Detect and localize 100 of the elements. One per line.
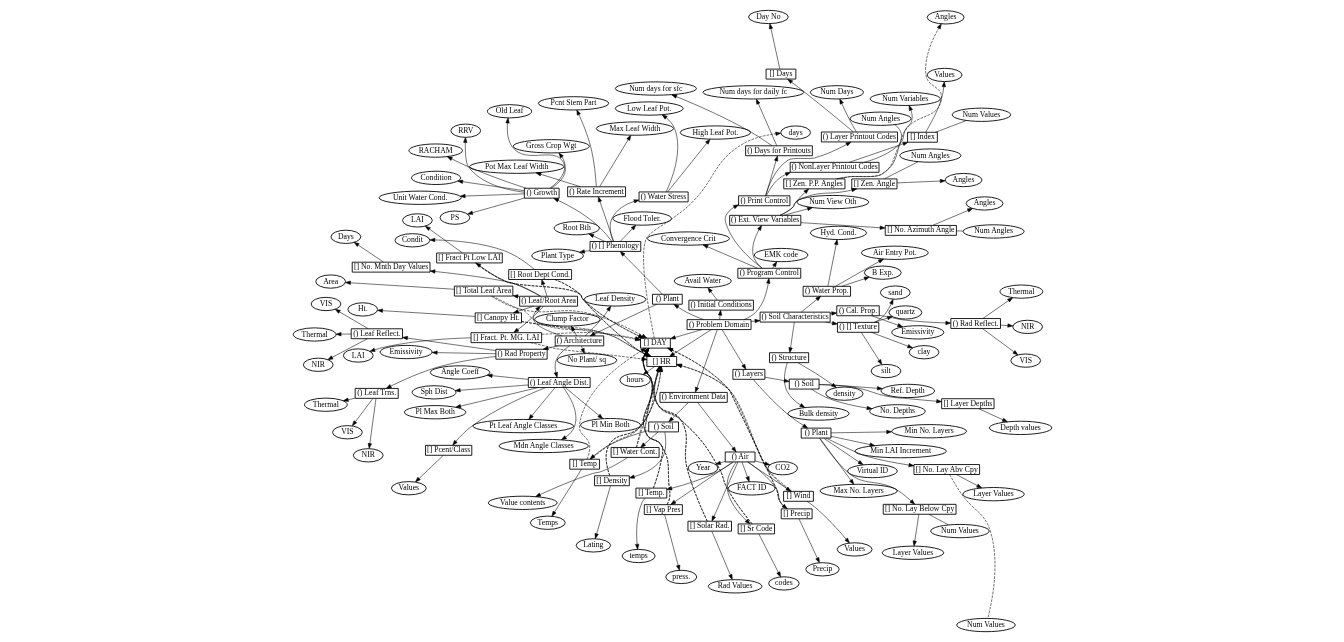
node-box: () Leaf Reflect. (350, 328, 403, 340)
node-box: () Air (724, 451, 755, 463)
arrow (619, 224, 636, 242)
node-ellipse: Pt Leaf Angle Classes (471, 419, 574, 434)
node-ellipse: Mdn Angle Classes (498, 438, 589, 454)
arrow (800, 222, 885, 230)
node-box: [] Zen. P.P. Angles (782, 178, 845, 190)
node-box: () Soil (647, 421, 679, 433)
arrow (549, 152, 565, 189)
node-box: [] Temp. (635, 487, 667, 499)
node-ellipse: CO2 (766, 461, 798, 476)
arrow (446, 156, 526, 189)
node-ellipse: Leaf Density (583, 292, 646, 307)
arrow (924, 81, 946, 133)
node-box: [] Layer Depths (940, 398, 994, 410)
node-ellipse: days (779, 125, 811, 140)
arrow (788, 321, 795, 353)
node-box: [] Fract Pt Low LAI (435, 252, 503, 264)
node-ellipse: Virtual ID (846, 463, 898, 479)
node-ellipse: Min No. Layers (890, 424, 967, 439)
arrow (486, 373, 528, 380)
arrow (670, 461, 733, 505)
arrow (755, 98, 777, 147)
node-ellipse: density (824, 386, 864, 401)
arrow (462, 137, 525, 193)
node-ellipse: hours (618, 373, 651, 388)
node-ellipse: Num Angles (898, 148, 961, 163)
arrow (870, 332, 913, 349)
arrow (783, 362, 805, 408)
arrow (764, 376, 790, 383)
arrow (456, 179, 525, 191)
node-box: () Water Stress (638, 191, 689, 203)
node-ellipse: Condit (394, 233, 430, 248)
arrow (642, 131, 781, 339)
node-ellipse: Sph Dist (411, 385, 456, 400)
arrow (376, 308, 475, 317)
node-ellipse: No Plant/ sq (556, 353, 617, 368)
arrow (912, 514, 919, 547)
node-ellipse: Rad Values (707, 579, 762, 594)
arrow (786, 78, 854, 133)
node-ellipse: Day No (747, 9, 789, 25)
arrow (598, 135, 631, 187)
node-ellipse: Hyd. Cond. (809, 225, 867, 240)
node-box: [] Canopy Ht. (474, 312, 522, 324)
arrow (798, 518, 820, 563)
arrow (466, 197, 524, 215)
node-box: () [] Phenology (589, 241, 641, 252)
node-ellipse: Flood Toler. (612, 211, 672, 226)
node-ellipse: LAI (401, 213, 433, 228)
arrow (696, 402, 736, 453)
node-ellipse: Precip (804, 562, 840, 577)
arrow (454, 384, 529, 393)
node-ellipse: EMK code (753, 247, 808, 263)
arrow (553, 345, 570, 378)
arrow (540, 279, 547, 297)
arrow (981, 328, 1018, 356)
arrow (528, 387, 555, 420)
node-ellipse: Ref. Depth (880, 383, 935, 398)
arrow (955, 474, 982, 489)
node-box-text: () Days for Printouts (744, 145, 813, 157)
arrow (628, 431, 666, 479)
node-ellipse: sand (879, 285, 911, 300)
node-ellipse: Emissivity (379, 344, 433, 360)
node-ellipse: Num days for sfc (614, 81, 697, 96)
arrow (721, 329, 746, 370)
node-box: () Leaf Trns. (354, 387, 399, 399)
node-box: () Cal. Prop. (835, 305, 880, 317)
arrow (424, 225, 463, 254)
arrow (666, 139, 710, 193)
node-ellipse: Unit Water Cond. (378, 190, 462, 205)
arrow (578, 347, 646, 460)
arrow (782, 206, 813, 216)
node-box: () Growth (523, 187, 560, 199)
node-ellipse: temps (621, 548, 656, 564)
connector (934, 120, 967, 133)
node-box: () Print Control (737, 195, 790, 207)
arrow (576, 109, 597, 187)
arrow (578, 249, 590, 254)
node-box: () Rad Reflect. (949, 318, 1001, 329)
arrow (819, 437, 854, 485)
node-box: [] Vap Pres (643, 504, 683, 516)
node-box: [] Water Cont. (610, 447, 660, 458)
arrow (335, 332, 351, 337)
arrow (594, 485, 611, 539)
arrow (860, 332, 882, 365)
arrow (707, 287, 718, 301)
node-box: [] Sr Code (737, 523, 775, 535)
arrow (724, 204, 762, 269)
arrow (367, 398, 376, 449)
node-ellipse: VIS (1009, 353, 1041, 368)
node-box: [] No. Lay Below Cpy (882, 503, 956, 515)
arrow (834, 258, 884, 287)
node-ellipse: press. (664, 569, 697, 585)
arrow (455, 387, 539, 409)
arrow (863, 105, 913, 163)
arrow (750, 319, 760, 324)
node-ellipse: Lating (575, 538, 611, 553)
node-box: [] Temp (568, 458, 600, 470)
connector (928, 514, 949, 526)
arrow (694, 329, 718, 393)
